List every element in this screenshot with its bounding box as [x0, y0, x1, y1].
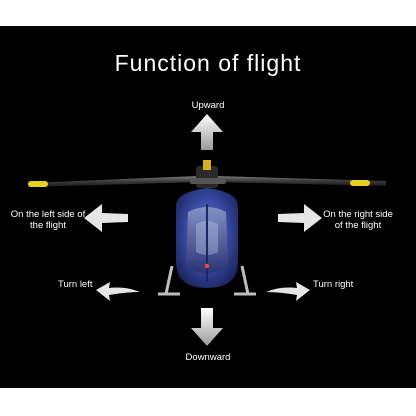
turn-left-arrow-icon: [96, 282, 140, 301]
arrow-down-icon: [191, 308, 223, 346]
product-panel: Function of flight: [0, 26, 416, 388]
turn-left-label: Turn left: [58, 279, 93, 290]
turn-right-label: Turn right: [313, 279, 354, 290]
downward-label: Downward: [185, 352, 231, 363]
upward-label: Upward: [191, 100, 225, 111]
arrow-right-icon: [278, 204, 322, 232]
arrow-left-icon: [84, 204, 128, 232]
turn-right-arrow-icon: [266, 282, 310, 301]
helicopter-illustration: [28, 160, 386, 296]
arrow-up-icon: [191, 114, 223, 150]
page-title: Function of flight: [114, 50, 302, 76]
right-side-label: On the right side of the flight: [323, 209, 393, 231]
left-side-label: On the left side of the flight: [10, 209, 86, 231]
